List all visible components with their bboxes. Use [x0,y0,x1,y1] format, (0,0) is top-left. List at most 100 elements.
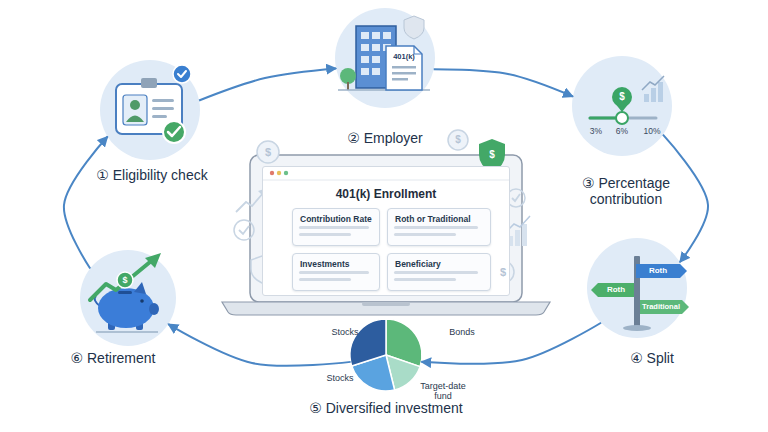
slider-tick: 6% [616,127,628,137]
building-icon [372,56,380,63]
stage-circle: ⑥ Retirement [80,250,176,346]
piggy-bank-icon [149,303,159,315]
form-field-lines [394,278,456,281]
cycle-connector [421,323,601,364]
building-icon [356,26,396,88]
decor-coin [448,130,468,150]
circle-outline [572,56,672,156]
signpost-icon [636,264,687,278]
form-card: Beneficiary [387,253,491,291]
cycle-arrow [421,323,601,364]
stage-circle: ② Employer [335,8,435,108]
building-icon [372,68,380,75]
slider-icon [651,88,656,102]
slider-icon [612,87,632,107]
building-icon [361,44,369,51]
signpost-icon [634,256,640,328]
screen-chrome [277,171,281,175]
slider-icon [614,102,630,112]
building-icon [392,66,416,69]
sign-text: Roth [607,285,625,294]
signpost-icon [640,300,689,314]
signpost-icon [591,256,689,331]
pie-slice-label: Bonds [449,327,475,337]
currency-symbol: $ [455,134,461,146]
id-badge-icon [152,107,174,110]
form-field-lines [299,278,351,281]
pie-slice-label: Stocks [331,327,358,337]
building-icon [392,72,416,75]
decor-coin [492,261,514,283]
building-icon [383,44,391,51]
laptop-frame [362,302,410,306]
screen-chrome [270,171,274,175]
sign-text: Roth [649,266,667,275]
circle-outline [80,250,176,346]
currency-symbol: $ [500,266,506,279]
currency-symbol: $ [619,91,625,103]
piggy-bank-icon [96,331,158,333]
building-icon [338,16,430,90]
circle-outline [100,60,200,160]
cycle-arrow [168,324,350,366]
circle-outline [587,238,687,338]
decor-growth [522,224,527,246]
signpost-icon [591,283,634,297]
id-badge-icon [163,121,185,143]
slider-icon [642,76,664,90]
form-field-lines [394,233,456,236]
stage-label: ④ Split [630,350,674,366]
building-icon [361,68,369,75]
laptop-frame [222,302,550,315]
pie-slice [386,319,422,367]
signpost-icon [623,325,651,331]
circle-outline [572,56,672,156]
pie-chart-node: ⑤ Diversified investment [350,319,422,391]
decor-check [507,189,525,207]
piggy-bank-icon [95,296,100,306]
screen-chrome [263,180,509,181]
pie-slice-label: Target-date fund [415,381,471,402]
piggy-bank-icon [98,288,154,328]
decor-growth [515,230,520,246]
piggy-bank-icon [108,320,115,330]
building-icon [383,32,391,39]
id-badge-icon [116,65,191,143]
piggy-bank-icon [90,262,150,300]
decor-growth [508,236,513,246]
slider-icon [616,112,628,124]
piggy-bank-icon [140,299,144,303]
pie-slice [350,319,386,366]
circle-outline [335,8,435,108]
building-icon [386,46,422,90]
card-label: Roth or Traditional [395,214,483,224]
stage-circle: ③ Percentage contribution [572,56,672,156]
slider-icon [590,117,622,120]
sign-text: Traditional [642,303,680,312]
slider-tick: 10% [643,127,660,137]
card-label: Beneficiary [395,259,483,269]
id-badge-icon [141,78,157,88]
id-badge-icon [126,116,144,123]
slider-icon [658,82,663,102]
slider-icon [644,94,649,102]
decor-growth [236,188,530,246]
cycle-connector [434,69,573,96]
stage-label: ⑤ Diversified investment [309,400,462,416]
form-field-lines [299,226,369,229]
decor-growth [236,192,264,212]
screen-chrome [263,171,509,180]
piggy-bank-icon [136,320,143,330]
id-badge-icon [152,99,174,102]
piggy-bank-icon [117,272,133,288]
slider-tick: 3% [590,127,602,137]
id-badge-icon [173,65,191,83]
stage-label: ⑥ Retirement [71,350,156,366]
pie-slice [386,355,420,390]
form-card: Investments [292,253,380,291]
card-label: Contribution Rate [300,214,372,224]
